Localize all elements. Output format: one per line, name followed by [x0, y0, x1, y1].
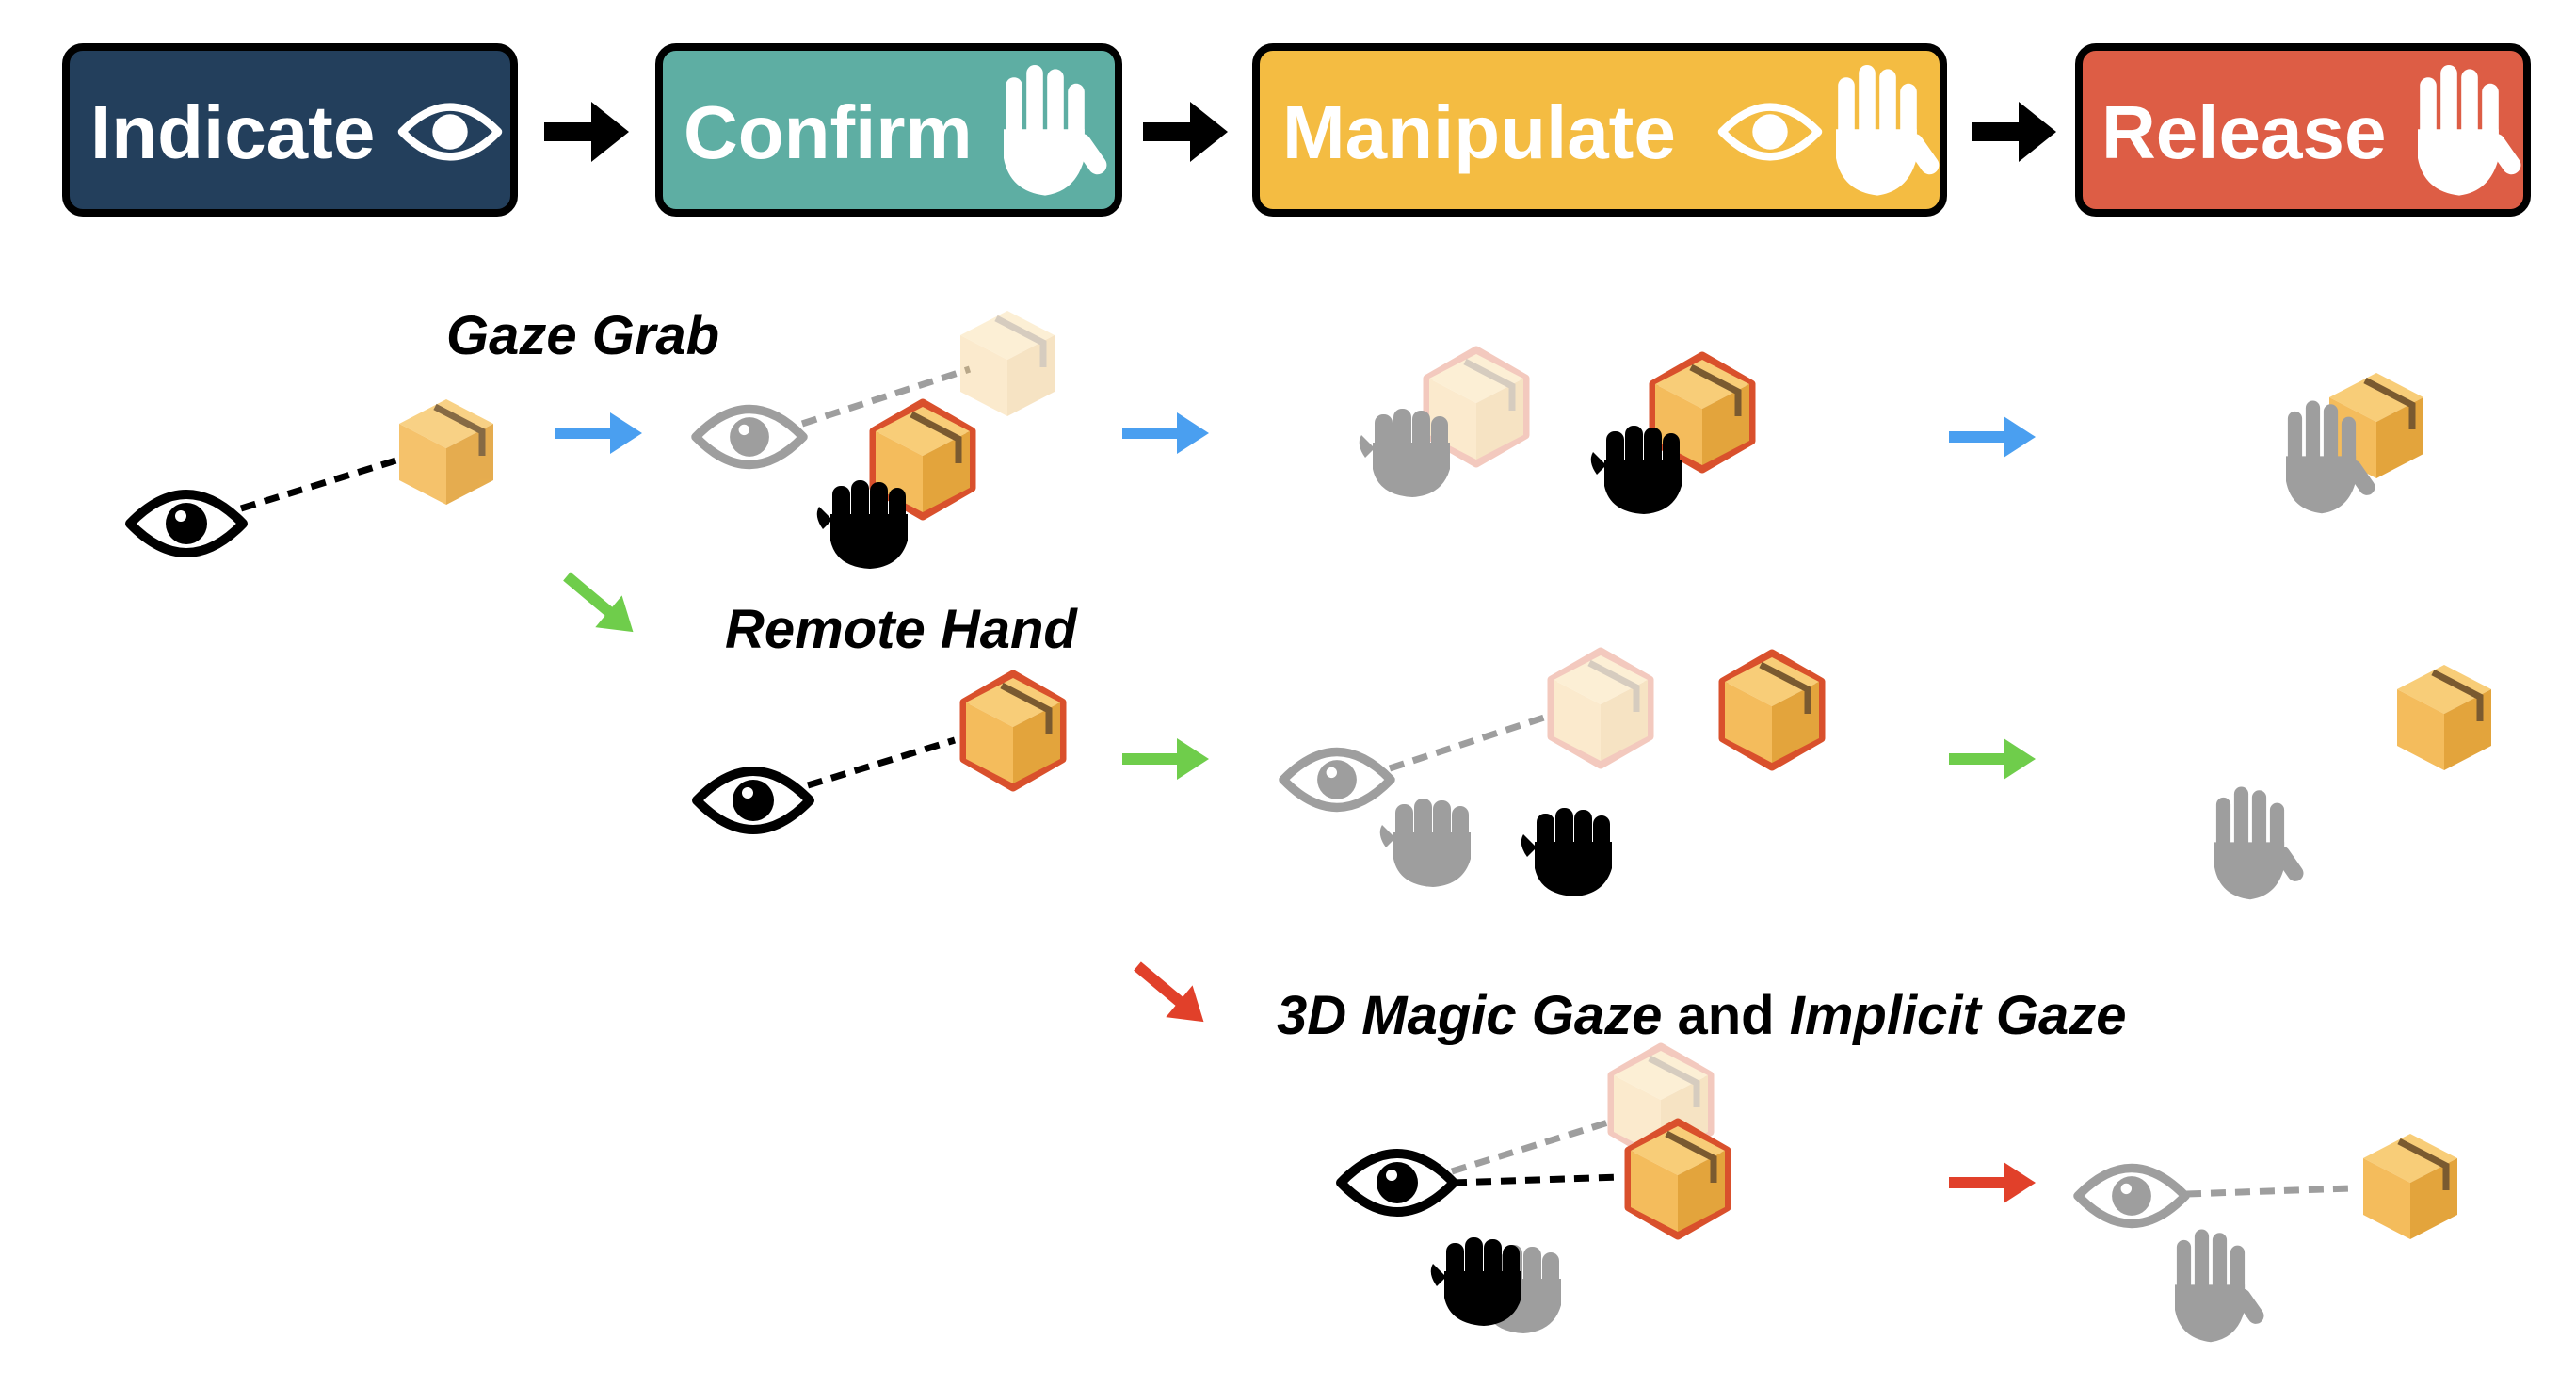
eye-icon [130, 494, 243, 553]
gaze-line [1451, 1173, 1622, 1186]
flow-arrow-2 [1143, 102, 1228, 162]
fist-icon [1590, 426, 1682, 514]
stage-bar: Indicate Confirm Manipulate Release [62, 43, 2531, 217]
gaze-line [1388, 712, 1552, 772]
stage-manipulate: Manipulate [1252, 43, 1947, 217]
gaze-line [239, 456, 401, 512]
gaze-line [1450, 1119, 1610, 1175]
box-icon [960, 311, 1055, 416]
eye-icon [697, 771, 810, 830]
flow-arrow-3 [1972, 102, 2056, 162]
arrow-icon [1949, 1162, 2036, 1203]
stage-indicate-box [62, 43, 518, 217]
arrow-icon [1949, 416, 2036, 458]
arrow-icon [555, 412, 642, 454]
eye-icon [696, 410, 803, 465]
fist-icon [1430, 1237, 1521, 1326]
arrow-icon [553, 560, 647, 648]
magic-gaze-label: 3D Magic Gaze and Implicit Gaze [1277, 985, 2127, 1046]
fist-icon [816, 480, 908, 569]
gaze-line [2185, 1185, 2351, 1198]
gaze-line [800, 365, 972, 428]
stage-indicate: Indicate [62, 43, 518, 217]
technique-gaze-grab: Gaze Grab [130, 305, 2423, 569]
stage-manipulate-label: Manipulate [1282, 90, 1676, 174]
arrow-icon [1122, 738, 1209, 780]
fist-icon [1379, 799, 1471, 887]
gaze-grab-label: Gaze Grab [446, 305, 719, 366]
technique-remote-hand: Remote Hand [553, 560, 2491, 900]
magic-gaze-label-part1: 3D Magic Gaze [1277, 985, 1662, 1046]
remote-hand-label: Remote Hand [725, 599, 1078, 660]
fist-icon [1521, 808, 1612, 896]
box-icon [1723, 654, 1821, 767]
arrow-icon [1949, 738, 2036, 780]
box-icon [2397, 665, 2491, 770]
stage-release: Release [2075, 43, 2531, 217]
arrow-icon [1122, 412, 1209, 454]
open-hand-icon [2175, 1229, 2267, 1343]
stage-confirm-label: Confirm [684, 90, 973, 174]
magic-gaze-label-part2: and [1662, 985, 1789, 1046]
stage-confirm: Confirm [655, 43, 1122, 217]
box-icon [2363, 1134, 2457, 1239]
open-hand-icon [2214, 786, 2307, 900]
arrow-icon [1123, 950, 1217, 1038]
eye-icon [1283, 752, 1391, 808]
box-icon [1552, 652, 1650, 765]
flow-arrow-1 [544, 102, 629, 162]
box-icon [964, 674, 1062, 787]
stage-indicate-label: Indicate [90, 90, 375, 174]
box-icon [874, 403, 972, 516]
magic-gaze-label-part3: Implicit Gaze [1790, 985, 2127, 1046]
stage-confirm-box [655, 43, 1122, 217]
fist-icon [1359, 409, 1450, 497]
stage-manipulate-box [1252, 43, 1947, 217]
stage-release-label: Release [2101, 90, 2386, 174]
stage-release-box [2075, 43, 2531, 217]
gaze-line [806, 736, 957, 789]
box-icon [399, 399, 493, 505]
technique-magic-gaze: 3D Magic Gaze and Implicit Gaze [1123, 950, 2457, 1343]
eye-icon [1341, 1154, 1454, 1212]
box-icon [1629, 1122, 1727, 1235]
eye-icon [2078, 1169, 2185, 1224]
